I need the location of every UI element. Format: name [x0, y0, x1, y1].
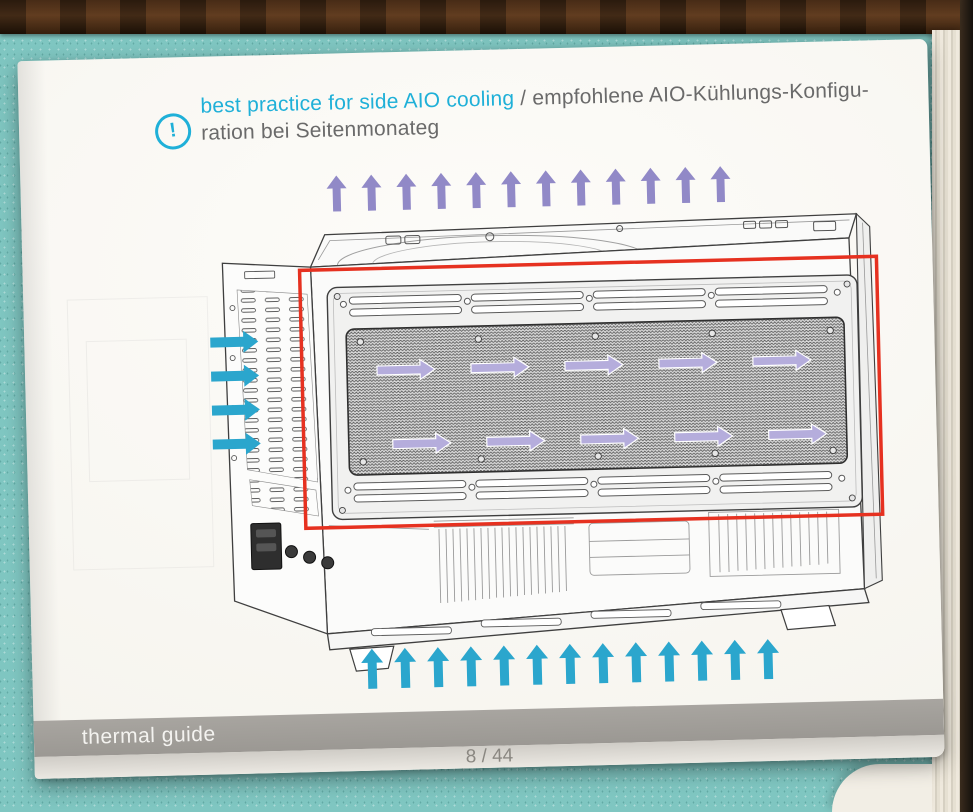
- top-exhaust-arrows-arrow: [675, 166, 696, 204]
- front-intake-arrows-arrow: [210, 330, 259, 353]
- bottom-intake-arrows-arrow: [691, 640, 714, 681]
- front-intake-arrows-arrow: [211, 364, 260, 387]
- bottom-intake-arrows-arrow: [559, 643, 582, 684]
- bottom-intake-arrows-arrow: [427, 647, 450, 688]
- bottom-intake-arrows-arrow: [724, 639, 747, 680]
- top-exhaust-arrows-arrow: [396, 173, 417, 210]
- bottom-intake-arrows-arrow: [625, 642, 648, 683]
- top-exhaust-arrows-arrow: [535, 170, 556, 207]
- wood-table: [0, 0, 973, 34]
- side-panel-flow-row1-arrow: [376, 358, 437, 381]
- side-panel-flow-row2-arrow: [486, 429, 546, 452]
- front-io-block: [250, 522, 335, 571]
- front-intake-arrows-arrow: [212, 432, 261, 455]
- top-exhaust-arrows-arrow: [466, 172, 487, 209]
- side-panel-flow-row1-arrow: [470, 356, 531, 379]
- top-exhaust-arrows-arrow: [640, 167, 661, 204]
- side-panel-flow-row1-arrow: [564, 353, 625, 377]
- bottom-intake-arrows-arrow: [592, 643, 615, 684]
- side-panel-flow-row2-arrow: [674, 425, 734, 448]
- top-exhaust-arrows-arrow: [501, 171, 522, 208]
- top-exhaust-arrows-arrow: [326, 175, 347, 212]
- heatsink-fins: [438, 525, 567, 604]
- page-number: 8 / 44: [465, 745, 514, 768]
- bottom-intake-arrows-arrow: [460, 646, 483, 687]
- page-corner-curl: [832, 764, 932, 812]
- side-panel-flow-row1-arrow: [658, 351, 719, 374]
- top-exhaust-arrows-arrow: [570, 169, 591, 206]
- case-diagram: [66, 166, 885, 689]
- top-exhaust-arrows-arrow: [431, 172, 452, 209]
- arrows-layer: [210, 166, 828, 689]
- bottom-intake-arrows-arrow: [493, 645, 516, 686]
- manual-page: ! best practice for side AIO cooling/ em…: [17, 38, 945, 780]
- bottom-intake-arrows-arrow: [658, 641, 681, 682]
- bottom-intake-arrows-arrow: [394, 647, 417, 689]
- side-panel-flow-row2-arrow: [580, 427, 640, 450]
- footer-label: thermal guide: [81, 722, 216, 749]
- side-mesh-panel: [345, 316, 849, 476]
- top-exhaust-arrows-arrow: [361, 174, 382, 211]
- front-logo-badge: [244, 270, 276, 280]
- bottom-intake-arrows-arrow: [361, 648, 384, 689]
- bottom-intake-arrows-arrow: [526, 644, 549, 685]
- top-exhaust-arrows-arrow: [605, 168, 626, 205]
- page-show-through: [66, 296, 215, 571]
- book-binding: [960, 0, 973, 812]
- side-panel-highlight: [297, 254, 885, 531]
- mesh-screws: [356, 326, 837, 466]
- front-intake-arrows-arrow: [211, 398, 260, 421]
- case-foot-right: [780, 604, 837, 631]
- panel-top-slats: [339, 285, 841, 317]
- panel-bottom-slats: [344, 471, 846, 503]
- side-panel-flow-row1-arrow: [752, 349, 812, 372]
- case-base: [326, 587, 870, 672]
- cable-bundle: [718, 511, 829, 573]
- bottom-intake-arrows-arrow: [757, 639, 780, 680]
- side-panel-flow-row2-arrow: [767, 422, 828, 446]
- side-panel-flow-row2-arrow: [392, 432, 452, 455]
- case-internals: [328, 508, 841, 604]
- top-exhaust-arrows-arrow: [710, 166, 731, 203]
